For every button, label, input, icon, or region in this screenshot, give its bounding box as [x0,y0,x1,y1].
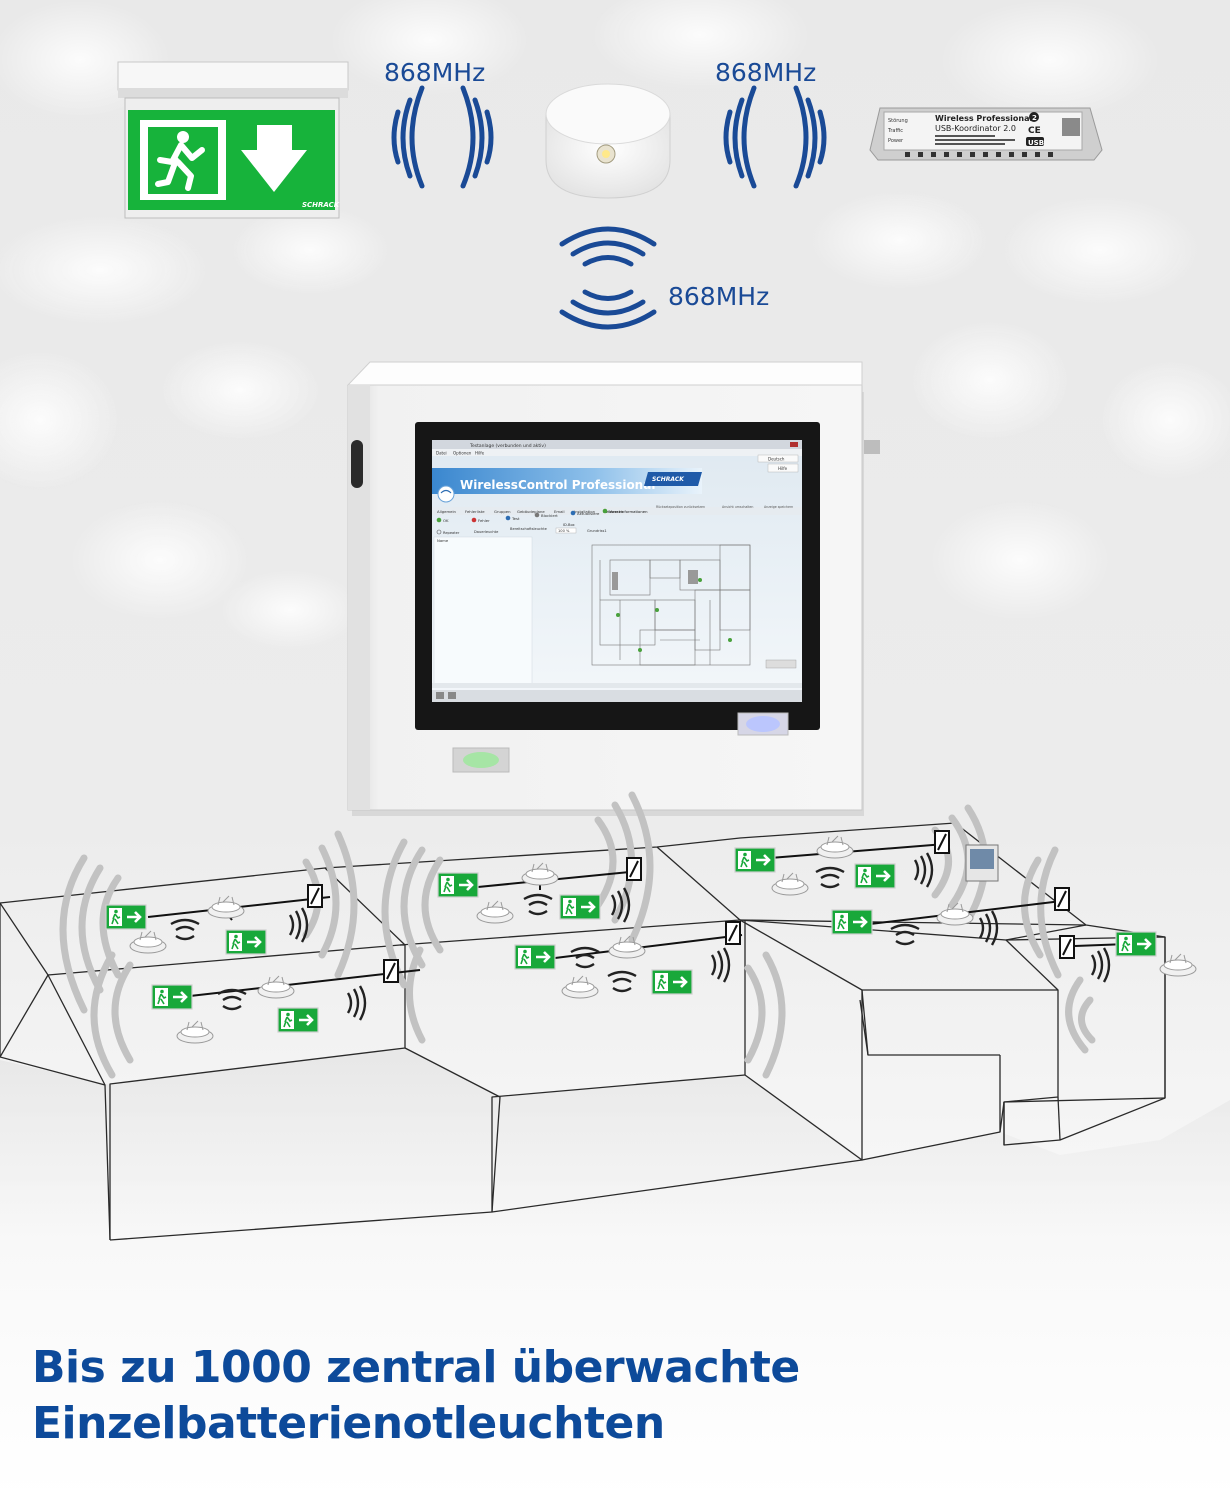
frequency-label-center: 868MHz [668,282,769,311]
menu-help[interactable]: Hilfe [475,451,485,456]
coordinator-badge: 2 [1032,114,1037,122]
frequency-label-left: 868MHz [384,58,485,87]
window-title: Testanlage (verbunden und aktiv) [469,443,546,449]
status-error[interactable]: Fehler [478,518,490,523]
status-test[interactable]: Test [511,516,520,521]
emergency-ceiling-light [545,83,671,199]
filter-standby[interactable]: Bereitschaftsleuchte [510,527,548,531]
coordinator-title: Wireless Professional [935,114,1032,123]
status-ok[interactable]: OK [443,518,449,523]
bokeh-lights [0,0,1230,650]
floor-plan[interactable] [591,544,751,666]
led-label-traffic: Traffic [887,128,903,134]
app-title: WirelessControl Professional [460,478,655,492]
zoom-field[interactable]: 100 % [558,529,570,533]
coordinator-subtitle: USB-Koordinator 2.0 [935,124,1016,133]
tab-network-info[interactable]: Netzwerkinformationen [603,509,648,514]
status-blocked[interactable]: Blockiert [541,513,558,518]
toolbar-reset[interactable]: Rücksetzposition zurücksetzen [656,505,705,509]
tab-email[interactable]: Email [554,509,565,514]
signal-waves-left [391,85,494,189]
filter-id-box[interactable]: ID-Box [563,523,576,527]
usb-coordinator-device: Wireless Professional USB-Koordinator 2.… [869,107,1103,161]
frequency-label-right: 868MHz [715,58,816,87]
filter-continuous[interactable]: Dauerleuchte [474,530,499,534]
logo-top: SCHRACK [652,476,685,483]
caption: Bis zu 1000 zentral überwachte Einzelbat… [32,1340,1212,1452]
help-button[interactable]: Hilfe [778,466,788,471]
menu-file[interactable]: Datei [436,451,447,456]
signal-waves-right [723,85,827,189]
toolbar-toggle-view[interactable]: Ansicht umschalten [722,505,753,509]
led-label-fault: Störung [888,118,908,124]
language-select[interactable]: Deutsch [768,457,785,462]
logo-bottom: TECHNIK [671,483,688,487]
control-panel-device: Testanlage (verbunden und aktiv) Datei O… [346,361,880,816]
list-header: Name [437,538,449,543]
filter-repeater[interactable]: Repeater [443,531,460,535]
building-floor-plan-3d [0,791,1230,1243]
tab-groups[interactable]: Gruppen [494,509,511,514]
tab-errors[interactable]: Fehlerliste [465,509,485,514]
usb-label: USB [1028,139,1044,147]
signal-waves-center [559,226,657,330]
toolbar-save[interactable]: Anzeige speichern [764,505,793,509]
tab-building-plans[interactable]: Gebäudeplane [517,509,545,514]
ce-mark: CE [1028,126,1041,136]
caption-line-2: Einzelbatterienotleuchten [32,1398,665,1449]
exit-sign-brand: SCHRACK [302,201,340,209]
led-label-power: Power [888,138,904,144]
caption-line-1: Bis zu 1000 zentral überwachte [32,1342,800,1393]
status-measure[interactable]: Messen [609,509,624,514]
tab-general[interactable]: Allgemein [437,509,457,514]
menu-options[interactable]: Optionen [453,451,472,456]
floor-select[interactable]: Grundriss1 [587,529,607,533]
exit-sign-device: SCHRACK [117,61,349,219]
status-refresh[interactable]: Aktualisiere [577,511,600,516]
tab-installation[interactable]: Installation [574,509,596,514]
